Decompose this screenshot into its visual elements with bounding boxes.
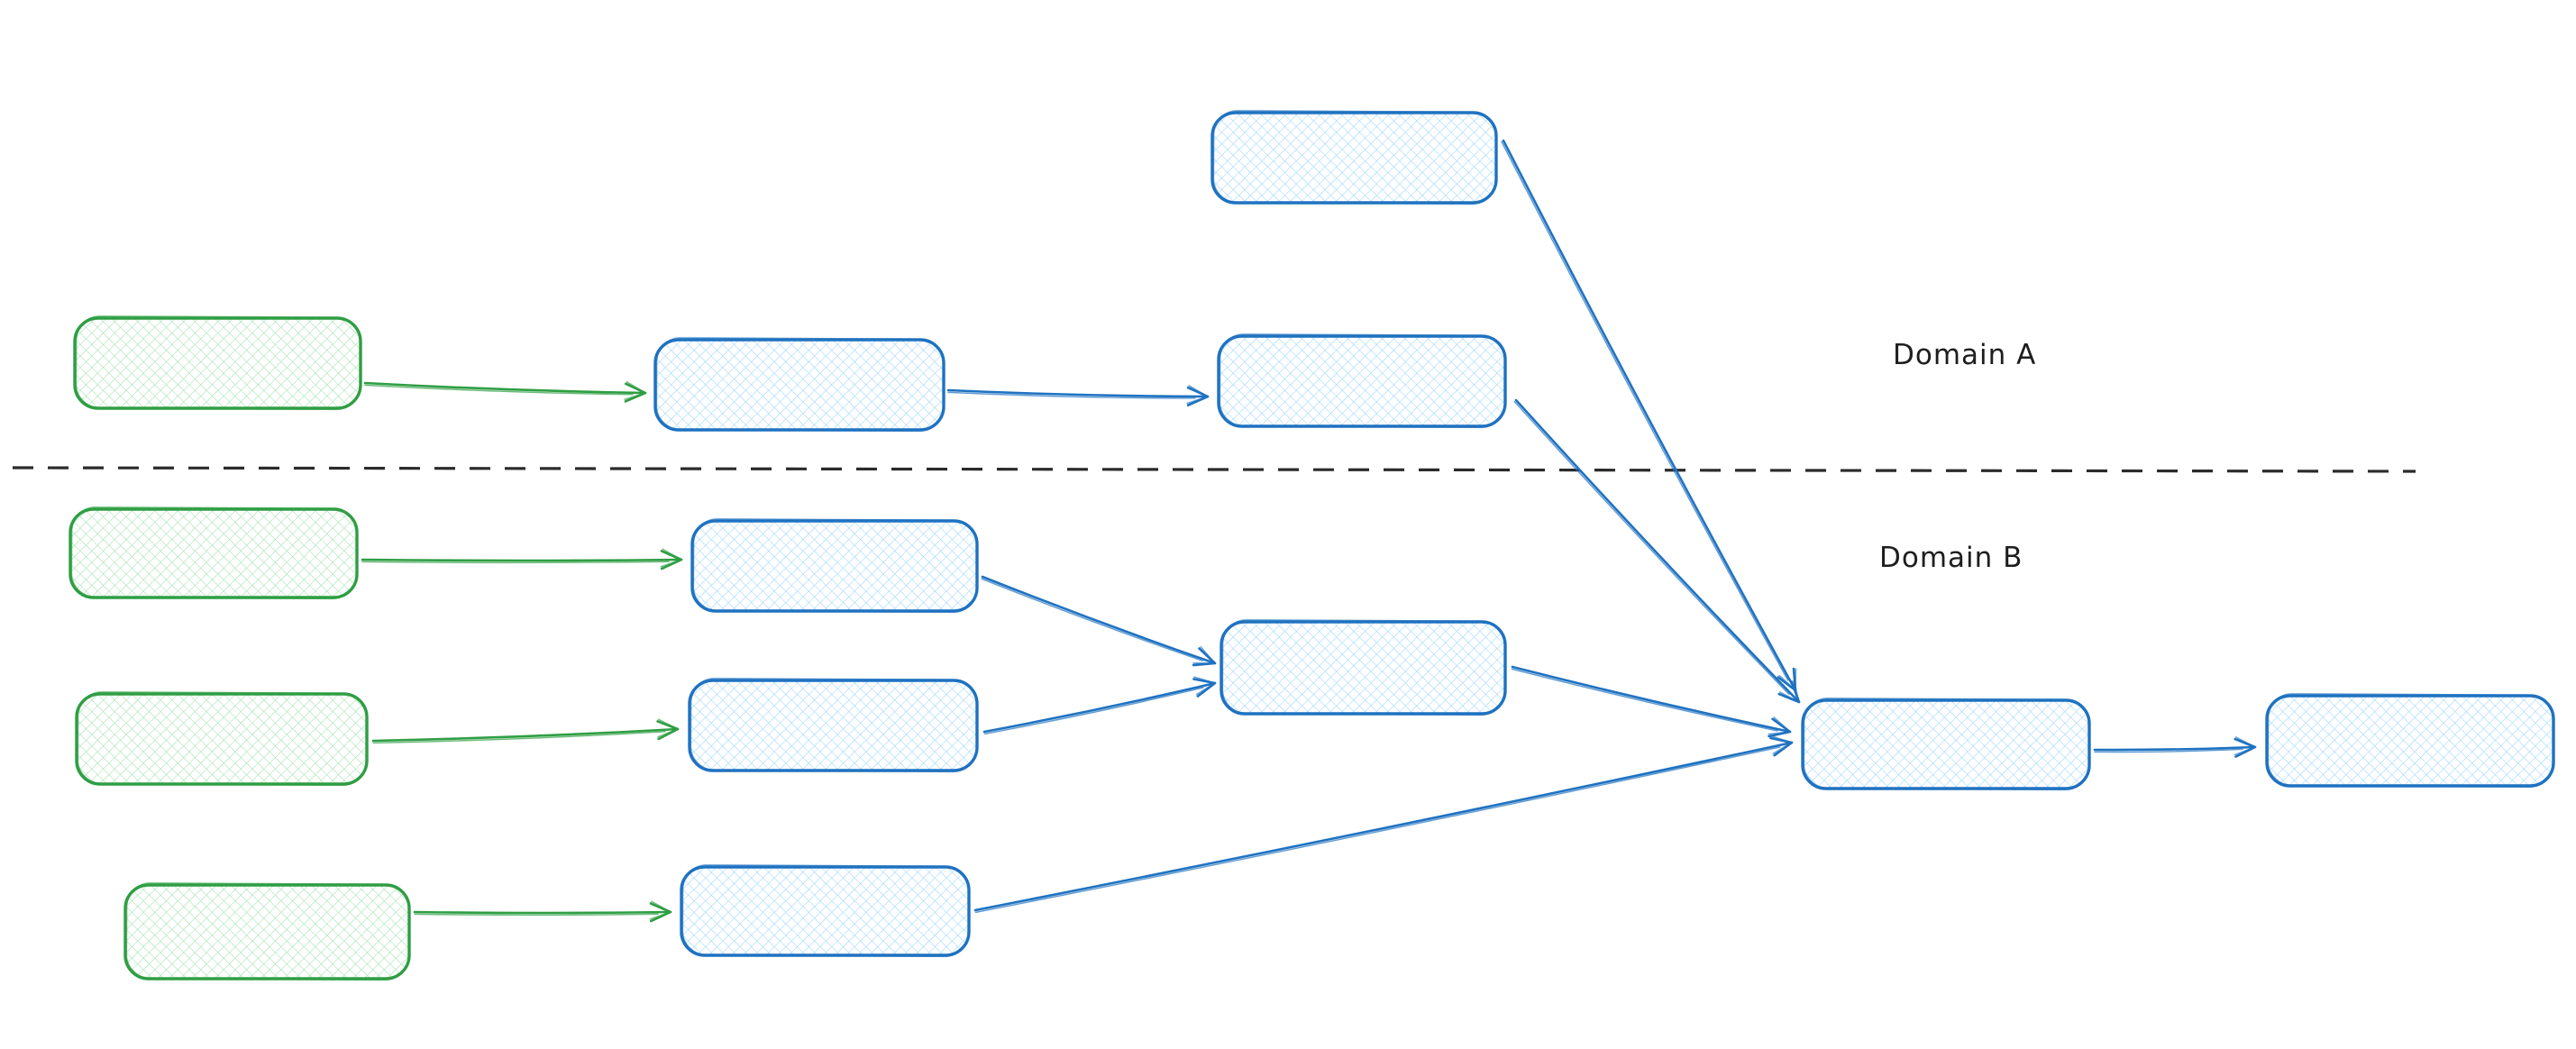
blue-box-main-converge[interactable]	[1801, 697, 2091, 791]
arrow-green-b2-to-b2[interactable]	[371, 718, 680, 744]
arrow-b3-to-main[interactable]	[973, 734, 1794, 914]
domain-divider-dashed-line[interactable]	[12, 466, 2416, 473]
domain-a-label[interactable]: Domain A	[1893, 339, 2036, 371]
green-box-domain-a[interactable]	[73, 315, 362, 411]
arrow-a1-to-a2[interactable]	[946, 385, 1210, 407]
arrow-top-to-main[interactable]	[1501, 139, 1797, 692]
arrow-a2-to-main[interactable]	[1513, 398, 1801, 704]
arrow-main-to-final[interactable]	[2093, 736, 2257, 758]
arrow-b1-to-merge[interactable]	[981, 575, 1217, 667]
arrow-green-b1-to-b1[interactable]	[361, 548, 683, 570]
domain-b-label[interactable]: Domain B	[1879, 542, 2023, 574]
green-box-b1[interactable]	[69, 506, 359, 600]
arrow-green-b3-to-b3[interactable]	[413, 900, 672, 923]
blue-box-final[interactable]	[2265, 692, 2555, 789]
blue-box-b2[interactable]	[688, 677, 979, 773]
blue-box-a2[interactable]	[1217, 333, 1507, 429]
arrow-green-a-to-a1[interactable]	[363, 380, 647, 403]
arrow-merge-to-main[interactable]	[1511, 665, 1792, 738]
green-box-b3[interactable]	[123, 881, 411, 981]
blue-box-b3[interactable]	[680, 863, 971, 958]
green-box-b2[interactable]	[75, 690, 369, 787]
blue-box-merge-b[interactable]	[1219, 618, 1507, 716]
arrow-b2-to-merge[interactable]	[982, 676, 1217, 735]
blue-box-b1[interactable]	[690, 517, 979, 614]
blue-box-top-source[interactable]	[1210, 109, 1498, 205]
blue-box-a1[interactable]	[653, 336, 945, 433]
